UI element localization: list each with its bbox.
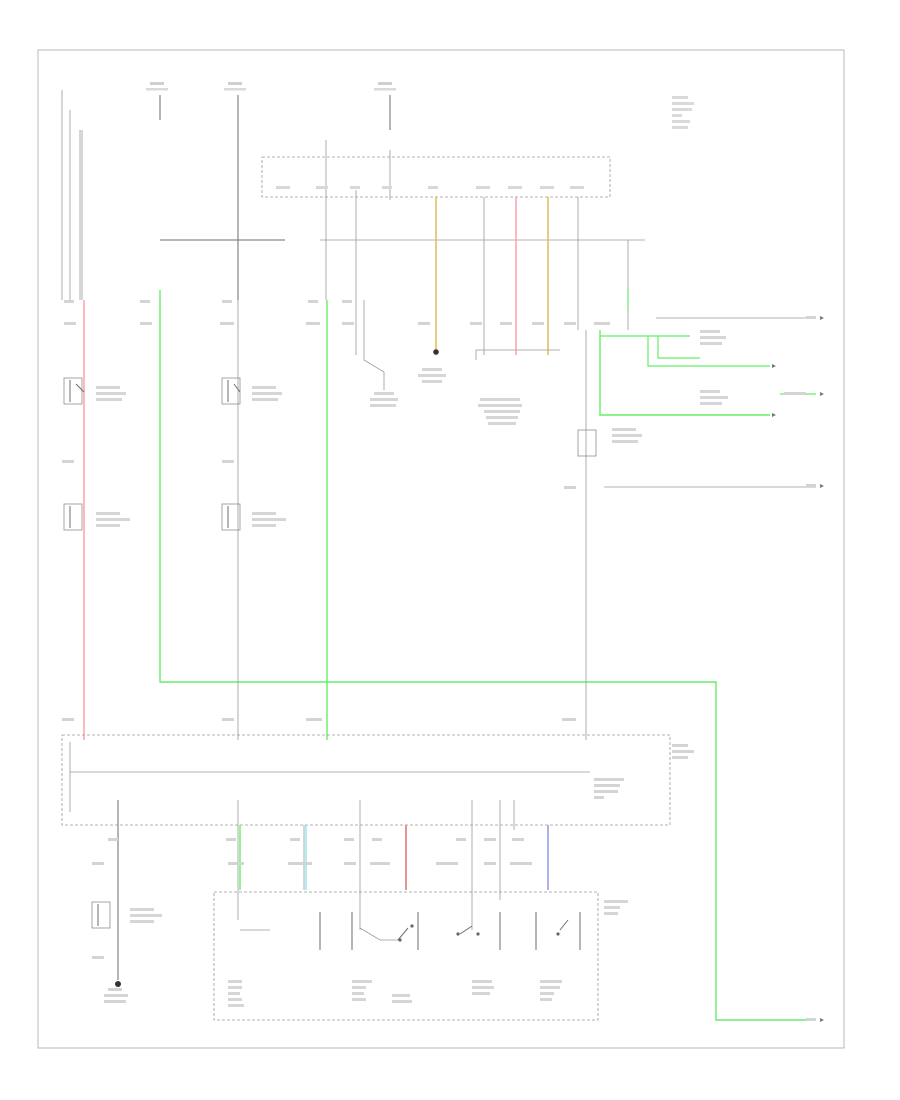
switch-contact-icon <box>63 377 597 531</box>
connector-arrow-icon <box>772 316 824 1022</box>
combination-switch-contacts <box>240 912 581 950</box>
wires-lower <box>117 800 515 980</box>
top-connector-box <box>261 156 611 198</box>
component-label-blocks <box>96 330 728 527</box>
colored-wires-lower <box>239 825 549 890</box>
wire-tags-lower <box>92 838 532 1003</box>
combination-switch-labels <box>228 900 628 1007</box>
grey-wires-mid <box>237 300 816 740</box>
combination-switch-box <box>213 891 599 1021</box>
ground-symbol-icon <box>433 349 439 355</box>
left-feed-lines <box>61 90 81 300</box>
top-fuse-labels <box>146 82 694 129</box>
fuse-wires-top <box>81 95 391 300</box>
switch-contact-icon <box>91 901 162 929</box>
control-unit-label <box>594 744 694 799</box>
top-connector-pins <box>276 140 629 355</box>
ground-symbol-icon <box>115 981 121 987</box>
colored-wires-upper <box>83 197 816 1021</box>
diagram-frame <box>37 49 845 1049</box>
control-unit-box <box>61 734 671 826</box>
wire-tags <box>62 300 816 1021</box>
